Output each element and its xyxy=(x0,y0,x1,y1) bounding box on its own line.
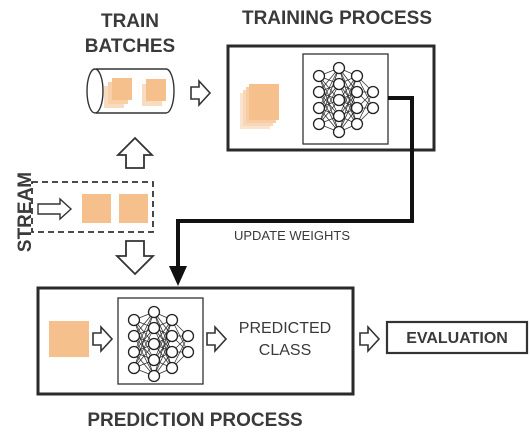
predicted-class-line1: PREDICTED xyxy=(239,320,331,337)
network-node xyxy=(350,101,364,115)
network-node xyxy=(312,69,326,83)
network-node xyxy=(147,305,161,319)
network-edge xyxy=(338,75,358,133)
network-edge xyxy=(153,319,173,361)
update-weights-label: UPDATE WEIGHTS xyxy=(234,228,350,243)
update-weights-arrowhead xyxy=(169,266,187,286)
network-node xyxy=(127,313,141,327)
network-node xyxy=(127,345,141,359)
stream-sample-1 xyxy=(82,194,111,223)
prediction-input-sample xyxy=(49,321,89,357)
network-node xyxy=(332,61,346,75)
hollow-arrow-icon xyxy=(359,324,381,354)
train-batches-title-line1: TRAIN xyxy=(101,11,159,32)
hollow-arrow-icon xyxy=(92,324,114,354)
network-node xyxy=(332,109,346,123)
hollow-up-arrow-icon xyxy=(115,136,155,169)
stream-label: STREAM xyxy=(15,172,36,252)
neural-network-icon xyxy=(312,61,380,139)
neural-network-icon xyxy=(127,305,195,383)
network-edge xyxy=(133,311,155,353)
network-node xyxy=(165,361,179,375)
update-weights-connector xyxy=(176,96,414,276)
network-node xyxy=(147,337,161,351)
network-node xyxy=(127,361,141,375)
network-node xyxy=(366,101,380,115)
hollow-arrow-icon xyxy=(190,78,212,108)
batch-cylinder-icon xyxy=(86,68,175,114)
network-node xyxy=(332,77,346,91)
network-edge xyxy=(133,327,155,369)
network-node xyxy=(350,69,364,83)
network-node xyxy=(127,329,141,343)
network-node xyxy=(147,321,161,335)
train-batches-title-line2: BATCHES xyxy=(85,36,175,57)
prediction-process-title: PREDICTION PROCESS xyxy=(87,410,302,431)
training-process-title: TRAINING PROCESS xyxy=(242,8,432,29)
network-node xyxy=(312,101,326,115)
network-node xyxy=(332,93,346,107)
network-node xyxy=(332,125,346,139)
stream-sample-2 xyxy=(119,194,148,223)
network-edge xyxy=(318,67,340,109)
stream-box xyxy=(31,181,154,233)
network-node xyxy=(181,345,195,359)
network-node xyxy=(312,117,326,131)
network-edge xyxy=(318,67,340,125)
predicted-class-line2: CLASS xyxy=(259,342,311,359)
network-node xyxy=(147,353,161,367)
network-edge xyxy=(338,91,358,133)
network-edge xyxy=(153,319,173,377)
hollow-down-arrow-icon xyxy=(114,240,156,276)
evaluation-label: EVALUATION xyxy=(406,330,508,347)
network-edge xyxy=(318,83,340,125)
network-node xyxy=(165,329,179,343)
network-edge xyxy=(153,335,173,377)
network-node xyxy=(147,369,161,383)
stream-input-arrow-icon xyxy=(37,197,73,221)
network-node xyxy=(181,329,195,343)
network-node xyxy=(165,313,179,327)
evaluation-box xyxy=(385,320,529,355)
network-edge xyxy=(133,311,155,369)
network-node xyxy=(165,345,179,359)
network-edge xyxy=(338,75,358,117)
hollow-arrow-icon xyxy=(206,324,228,354)
network-node xyxy=(350,117,364,131)
data-sample-icon xyxy=(240,84,279,129)
network-node xyxy=(366,85,380,99)
network-node xyxy=(312,85,326,99)
network-node xyxy=(350,85,364,99)
